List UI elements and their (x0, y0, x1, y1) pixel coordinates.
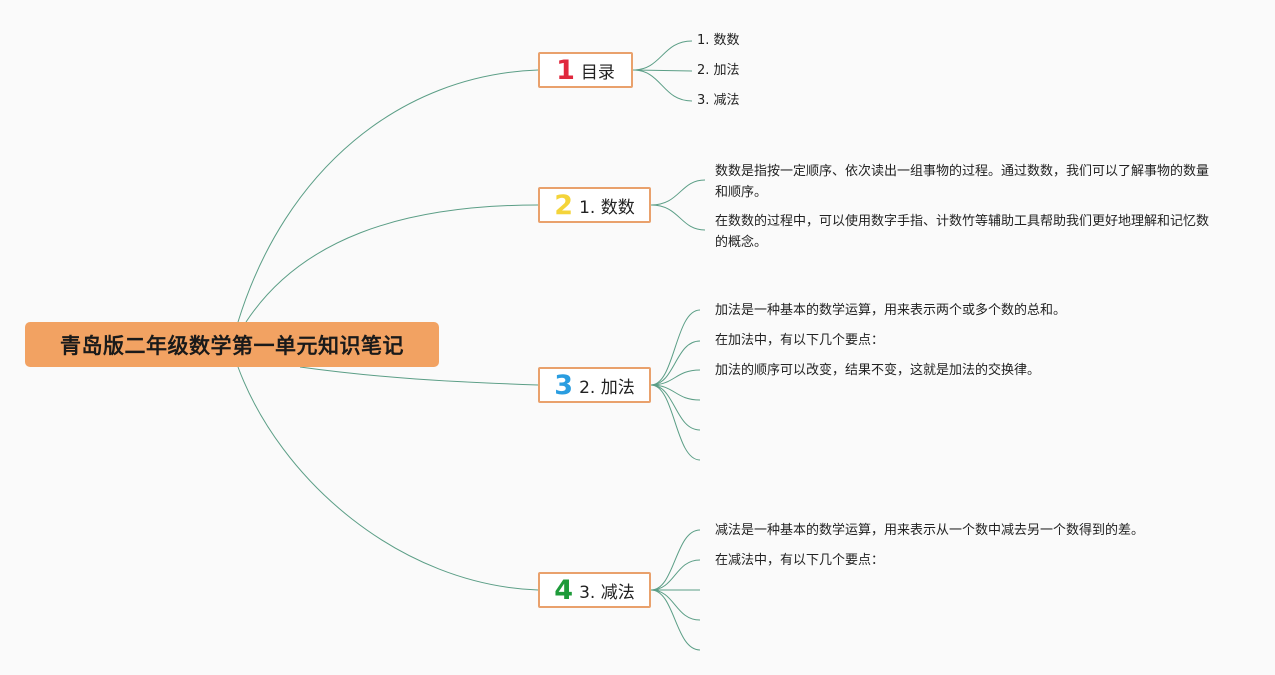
addition-note[interactable]: 加法的顺序可以改变，结果不变，这就是加法的交换律。 (715, 363, 1041, 378)
toc-item[interactable]: 2. 加法 (697, 63, 740, 78)
root-title: 青岛版二年级数学第一单元知识笔记 (60, 333, 404, 358)
branch-subtraction[interactable]: 4 3. 减法 (538, 572, 651, 608)
branch-label: 3. 减法 (579, 582, 635, 603)
subtraction-note[interactable]: 减法是一种基本的数学运算，用来表示从一个数中减去另一个数得到的差。 (715, 523, 1145, 538)
branch-toc[interactable]: 1 目录 (538, 52, 633, 88)
branch-addition[interactable]: 3 2. 加法 (538, 367, 651, 403)
branch-counting[interactable]: 2 1. 数数 (538, 187, 651, 223)
toc-item[interactable]: 1. 数数 (697, 33, 740, 48)
subtraction-note[interactable]: 在减法中，有以下几个要点： (715, 553, 885, 568)
counting-note[interactable]: 数数是指按一定顺序、依次读出一组事物的过程。通过数数，我们可以了解事物的数量和顺… (715, 164, 1210, 200)
branch-label: 目录 (580, 62, 615, 83)
number-2-icon: 2 (554, 189, 574, 221)
number-3-icon: 3 (554, 369, 574, 401)
branch-label: 2. 加法 (579, 377, 635, 398)
toc-item[interactable]: 3. 减法 (697, 93, 740, 108)
addition-note[interactable]: 在加法中，有以下几个要点： (715, 333, 885, 348)
number-1-icon: 1 (556, 54, 575, 86)
addition-note[interactable]: 加法是一种基本的数学运算，用来表示两个或多个数的总和。 (715, 303, 1067, 318)
branch-label: 1. 数数 (579, 197, 635, 218)
number-4-icon: 4 (554, 574, 574, 606)
root-topic[interactable]: 青岛版二年级数学第一单元知识笔记 (25, 322, 439, 367)
counting-note[interactable]: 在数数的过程中，可以使用数字手指、计数竹等辅助工具帮助我们更好地理解和记忆数的概… (715, 214, 1210, 250)
